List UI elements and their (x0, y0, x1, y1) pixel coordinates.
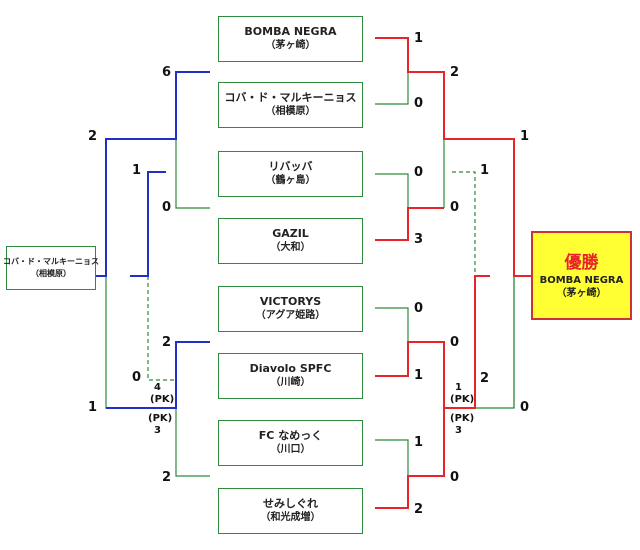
score-l-pk-label-a: (PK) (150, 394, 175, 405)
score-r1-m2-a: 0 (414, 165, 424, 180)
team-name: GAZIL (272, 227, 309, 240)
team-box-3: リバッバ （鶴ヶ島） (218, 151, 363, 197)
score-r-pk-label-a: (PK) (450, 394, 475, 405)
team-box-4: GAZIL （大和） (218, 218, 363, 264)
team-box-7: FC なめっく （川口） (218, 420, 363, 466)
score-r1-m1-b: 0 (414, 96, 424, 111)
champion-title: 優勝 (564, 252, 599, 273)
l-win-m1 (96, 71, 210, 277)
team-name: せみしぐれ (263, 497, 318, 510)
l-win-m2 (106, 341, 210, 409)
team-city: （茅ヶ崎） (265, 40, 316, 51)
score-r1-m4-a: 1 (414, 435, 424, 450)
score-r1-m3-b: 1 (414, 368, 424, 383)
score-l-sf-bot: 0 (132, 370, 142, 385)
team-name: リバッバ (268, 160, 313, 173)
r-win-m2 (375, 207, 444, 241)
r-win-m1 (375, 37, 531, 277)
team-box-1: BOMBA NEGRA （茅ヶ崎） (218, 16, 363, 62)
team-name: Diavolo SPFC (249, 362, 332, 375)
team-city: （大和） (270, 242, 311, 253)
r-line-m4-top (375, 439, 409, 476)
left-winner-box: コバ・ド・マルキーニョス （相模原） (3, 246, 99, 290)
l-line-dashed-pk (147, 276, 176, 381)
score-l-final-top: 2 (88, 129, 98, 144)
score-r-pk-label-b: (PK) (450, 413, 475, 424)
team-city: （相模原） (265, 106, 316, 117)
l-line-m1-bottom (175, 139, 210, 209)
team-city: （川崎） (270, 377, 311, 388)
l-win-sf (130, 171, 166, 277)
team-box-5: VICTORYS （アグア姫路） (218, 286, 363, 332)
team-name: BOMBA NEGRA (244, 25, 337, 38)
score-l-r1-m2-top: 2 (162, 335, 172, 350)
score-r-pk-a: 1 (455, 382, 462, 393)
score-r-sf-top: 2 (450, 65, 460, 80)
team-city: （和光成増） (260, 512, 321, 523)
score-r1-m4-b: 2 (414, 502, 424, 517)
team-city: （鶴ヶ島） (265, 175, 316, 186)
champion-name: BOMBA NEGRA (539, 274, 624, 286)
team-name: VICTORYS (259, 295, 322, 308)
score-l-r1-m2-bot: 2 (162, 470, 172, 485)
score-l-r1-m1-top: 6 (162, 65, 172, 80)
side-team-name: コバ・ド・マルキーニョス (3, 257, 99, 266)
score-l-sf-top: 1 (132, 163, 142, 178)
l-line-m2-bottom (175, 408, 210, 477)
r-win-m3 (375, 275, 490, 409)
team-name: FC なめっく (258, 429, 323, 442)
score-r-sf-bot: 0 (450, 200, 460, 215)
score-r-sf2-top: 0 (450, 335, 460, 350)
score-r1-m1-a: 1 (414, 31, 424, 46)
team-city: （川口） (270, 444, 311, 455)
score-r-pk-b: 3 (455, 425, 462, 436)
score-l-final-bot: 1 (88, 400, 98, 415)
r-line-m1-bottom (375, 72, 409, 105)
r-line-m3-top (375, 307, 409, 342)
score-r1-m2-b: 3 (414, 232, 424, 247)
side-team-city: （相模原） (31, 269, 71, 278)
score-r1-m3-a: 0 (414, 301, 424, 316)
champion-box: 優勝 BOMBA NEGRA （茅ヶ崎） (531, 231, 632, 320)
r-line-m2-top (375, 173, 409, 208)
team-box-6: Diavolo SPFC （川崎） (218, 353, 363, 399)
team-city: （アグア姫路） (255, 310, 326, 321)
team-box-2: コバ・ド・マルキーニョス （相模原） (218, 82, 363, 128)
score-r-final-top: 1 (520, 129, 530, 144)
champion-city: （茅ヶ崎） (556, 287, 607, 299)
score-r-final-bot: 0 (520, 400, 530, 415)
score-l-pk-label-b: (PK) (148, 413, 173, 424)
score-l-pk-b: 3 (154, 425, 161, 436)
score-r-mid: 1 (480, 163, 490, 178)
score-r-mid2: 2 (480, 371, 490, 386)
score-r-sf2-bot: 0 (450, 470, 460, 485)
score-l-sf-pk: 4 (154, 382, 161, 393)
score-l-r1-m1-bot: 0 (162, 200, 172, 215)
team-name: コバ・ド・マルキーニョス (224, 91, 357, 104)
r-win-m4 (375, 408, 445, 509)
r-line-dashed-pk (452, 171, 476, 276)
team-box-8: せみしぐれ （和光成増） (218, 488, 363, 534)
